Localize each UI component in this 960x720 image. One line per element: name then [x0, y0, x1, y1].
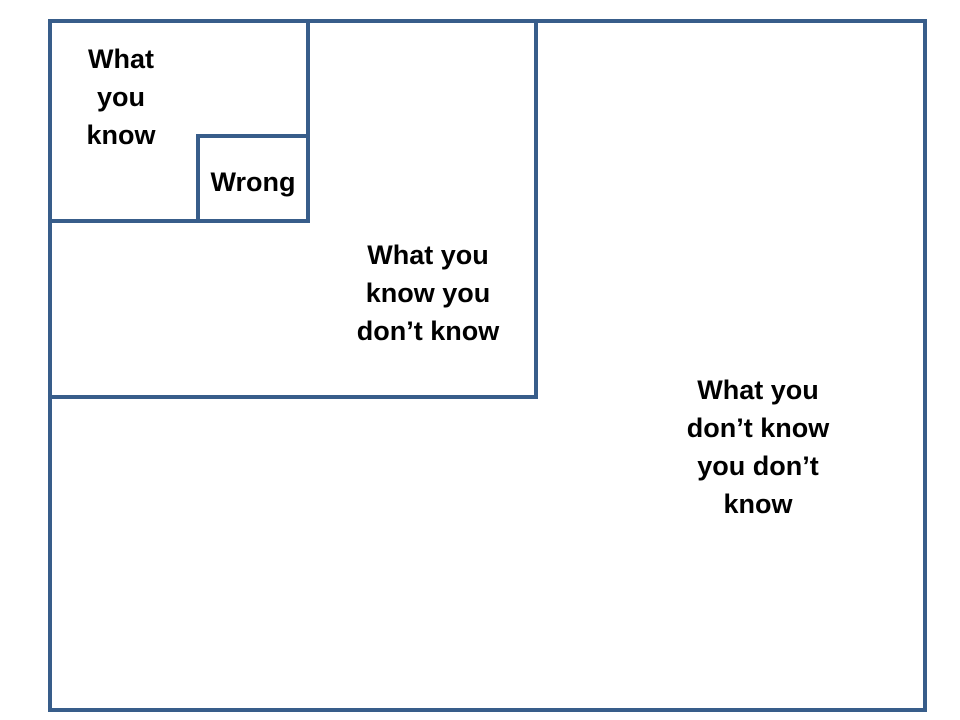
wrong-label: Wrong	[210, 167, 296, 197]
wrong-box	[196, 134, 310, 223]
what-you-know-label: What you know	[86, 44, 156, 150]
what-you-know-box	[48, 19, 310, 223]
unknown-unknowns-label: What you don’t know you don’t know	[686, 375, 830, 519]
known-unknowns-label: What you know you don’t know	[356, 240, 500, 346]
